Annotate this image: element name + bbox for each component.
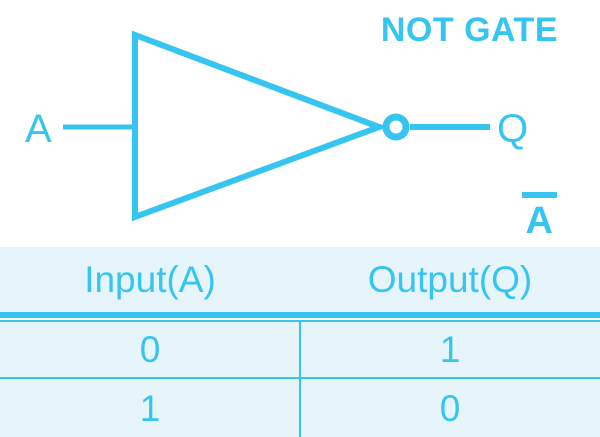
column-divider [299, 322, 301, 437]
truth-table: Input(A) Output(Q) 0 1 1 0 [0, 247, 600, 437]
output-label: Q [497, 107, 529, 151]
truth-table-header-row: Input(A) Output(Q) [0, 247, 600, 312]
table-row: 1 0 [0, 379, 600, 437]
gate-diagram: A Q NOT GATE A [25, 11, 558, 240]
header-separator [0, 312, 600, 322]
input-label: A [25, 107, 52, 151]
table-header-input: Input(A) [84, 259, 216, 300]
truth-table-body: 0 1 1 0 [0, 322, 600, 437]
diagram-title: NOT GATE [380, 11, 558, 49]
table-header-output: Output(Q) [367, 259, 533, 300]
output-expression: A [521, 192, 557, 240]
table-row: 0 1 [0, 322, 600, 377]
cell-output-row1: 0 [439, 387, 461, 429]
cell-input-row0: 0 [139, 329, 161, 370]
inversion-bubble-icon [382, 113, 410, 141]
overline-a-symbol: A [521, 192, 557, 240]
gate-triangle [132, 30, 388, 222]
cell-output-row0: 1 [439, 329, 461, 370]
cell-input-row1: 1 [139, 387, 161, 429]
not-gate-symbol [63, 30, 490, 222]
